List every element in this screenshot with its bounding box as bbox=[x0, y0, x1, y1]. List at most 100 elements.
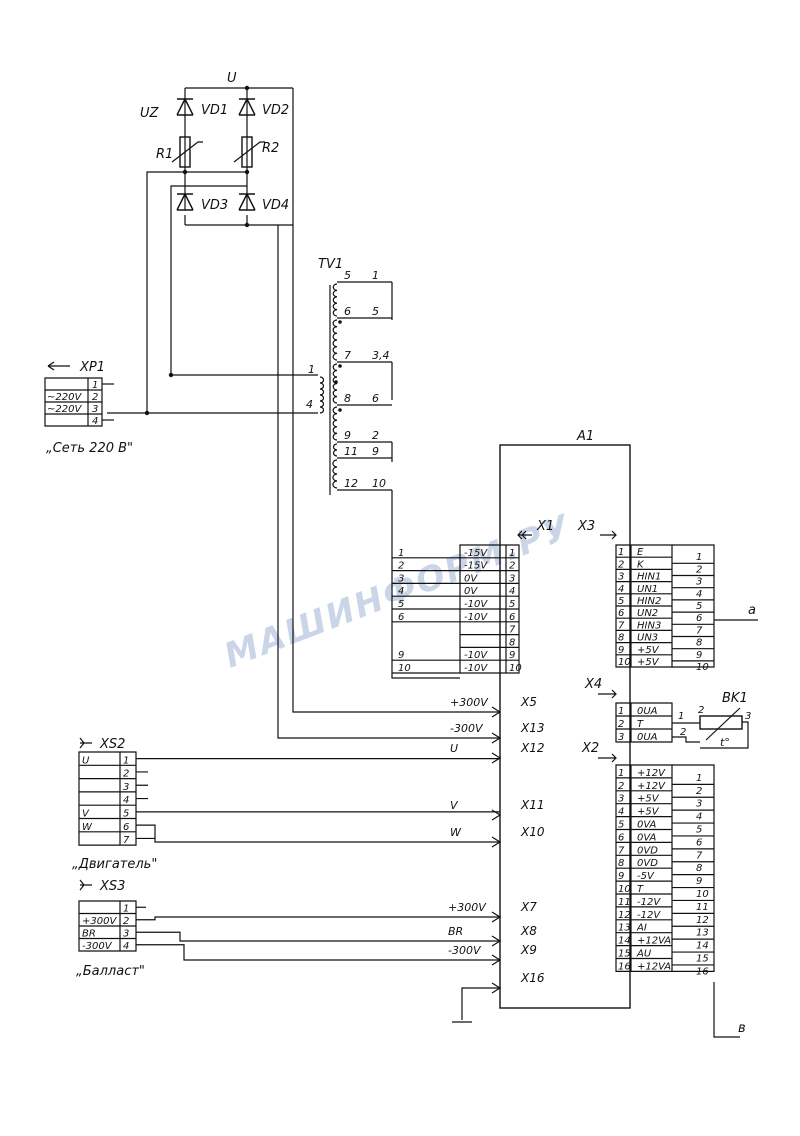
x3-out-9: 9 bbox=[696, 650, 702, 661]
label-xs3: XS3 bbox=[99, 879, 125, 894]
x1-wire-label-2: 2 bbox=[398, 561, 404, 572]
x3-pin-8: 8 bbox=[618, 633, 624, 644]
diode-vd1 bbox=[176, 98, 194, 116]
a1-wire-label-X10: W bbox=[450, 826, 462, 839]
a1-conn-X9: X9 bbox=[520, 943, 537, 957]
x2-row-line bbox=[616, 803, 714, 811]
x3-out-6: 6 bbox=[696, 613, 702, 624]
x4-pin-1: 1 bbox=[618, 706, 624, 717]
x3-out-8: 8 bbox=[696, 638, 702, 649]
x3-pin-3: 3 bbox=[618, 572, 624, 583]
x1-pin-8: 8 bbox=[509, 637, 515, 648]
x2-pin-2: 2 bbox=[618, 781, 624, 792]
xs2-signal-5: V bbox=[82, 809, 90, 820]
label-r2: R2 bbox=[262, 141, 279, 156]
label-wire-a: a bbox=[748, 603, 756, 618]
a1-conn-X10: X10 bbox=[520, 825, 545, 839]
label-vd3: VD3 bbox=[201, 198, 228, 213]
tv1-secondary-turn bbox=[332, 309, 338, 317]
x2-row-line bbox=[616, 893, 714, 902]
x1-pin-2: 2 bbox=[509, 561, 515, 572]
x2-pin-3: 3 bbox=[618, 794, 624, 805]
x3-row-line bbox=[616, 642, 714, 650]
xs2-signal-6: W bbox=[82, 822, 93, 833]
xs3-pin-2: 2 bbox=[123, 916, 129, 927]
tv1-dot bbox=[334, 380, 338, 384]
xp1-pin-3: 3 bbox=[92, 404, 98, 415]
x1-signal-9: -10V bbox=[464, 650, 488, 661]
x3-signal-4: UN1 bbox=[637, 584, 658, 595]
x2-row-line bbox=[616, 932, 714, 940]
x1-signal-4: 0V bbox=[464, 586, 478, 597]
tv1-secondary-turn bbox=[332, 406, 338, 415]
xs2-pin-1: 1 bbox=[123, 755, 129, 766]
tv1-secondary-turn bbox=[332, 426, 338, 434]
x2-pin-15: 15 bbox=[618, 949, 631, 960]
label-vd1: VD1 bbox=[201, 103, 228, 118]
xs3-pin-3: 3 bbox=[123, 929, 129, 940]
tv1-secondary-turn bbox=[332, 326, 338, 334]
diode-vd4 bbox=[238, 193, 256, 211]
x3-row-line bbox=[616, 617, 714, 625]
x2-arrow bbox=[598, 753, 617, 763]
tv1-tap-right-12: 10 bbox=[372, 477, 386, 490]
x4-to-bk1 bbox=[672, 722, 700, 743]
xs2-arrow bbox=[79, 737, 92, 749]
xs2-pin-4: 4 bbox=[123, 795, 129, 806]
tv1-secondary-turn bbox=[332, 382, 338, 391]
x2-signal-16: +12VA bbox=[637, 961, 671, 972]
x1-wire-label-3: 3 bbox=[398, 573, 404, 584]
tv1-primary-1: 1 bbox=[308, 363, 315, 376]
x3-row-line bbox=[616, 593, 714, 601]
x3-signal-3: HIN1 bbox=[637, 572, 661, 583]
tv1-dot bbox=[338, 364, 342, 368]
xs2-stubs bbox=[136, 771, 155, 840]
x2-out-2: 2 bbox=[696, 786, 702, 797]
x4-arrow bbox=[598, 689, 617, 699]
x3-out-2: 2 bbox=[696, 564, 702, 575]
tv1-tap-right-6: 5 bbox=[372, 305, 379, 318]
x2-row-line bbox=[616, 957, 714, 966]
tv1-secondary-turn bbox=[332, 466, 338, 475]
label-x4: X4 bbox=[584, 677, 602, 692]
x2-pin-10: 10 bbox=[618, 884, 631, 895]
tv1-primary-turn bbox=[319, 400, 325, 408]
tv1-secondary-turn bbox=[332, 302, 338, 311]
bridge-rectifier-uz: U UZ VD1 VD2 VD3 VD4 R1 R2 bbox=[140, 71, 500, 713]
tv1-secondary-turn bbox=[332, 339, 338, 348]
x1-signal-10: -10V bbox=[464, 663, 488, 674]
x2-out-9: 9 bbox=[696, 876, 702, 887]
wire-xs3-br bbox=[136, 931, 500, 942]
x3-pin-4: 4 bbox=[618, 584, 624, 595]
label-u-top: U bbox=[227, 71, 237, 86]
label-xp1: XP1 bbox=[79, 360, 105, 375]
x2-row-line bbox=[616, 816, 714, 824]
x3-out-5: 5 bbox=[696, 601, 702, 612]
a1-wire-label-X9: -300V bbox=[448, 944, 482, 957]
bk1-loop bbox=[700, 721, 749, 749]
a1-inputs: X5+300VX13-300VX12UX11VX10WX7+300VX8BRX9… bbox=[136, 695, 545, 994]
x3-row-line bbox=[616, 568, 714, 577]
x2-row-line bbox=[616, 919, 714, 927]
x3-signal-1: E bbox=[637, 547, 644, 558]
tv1-secondary-turn bbox=[332, 413, 338, 421]
label-x2: X2 bbox=[581, 741, 599, 756]
tv1-secondary-turn bbox=[332, 296, 338, 304]
x3-pin-7: 7 bbox=[618, 620, 625, 631]
x2-row-line bbox=[616, 867, 714, 876]
xs2-caption: „Двигатель" bbox=[72, 857, 157, 872]
x2-signal-10: T bbox=[637, 884, 644, 895]
tv1-secondary-turn bbox=[332, 480, 338, 489]
tv1-tap-left-7: 7 bbox=[344, 349, 351, 362]
x2-row-line bbox=[616, 854, 714, 863]
varistor-r1 bbox=[171, 136, 203, 168]
x2-pin-11: 11 bbox=[618, 897, 631, 908]
x1-signal-1: -15V bbox=[464, 548, 488, 559]
tv1-tap-right-9: 2 bbox=[372, 429, 379, 442]
